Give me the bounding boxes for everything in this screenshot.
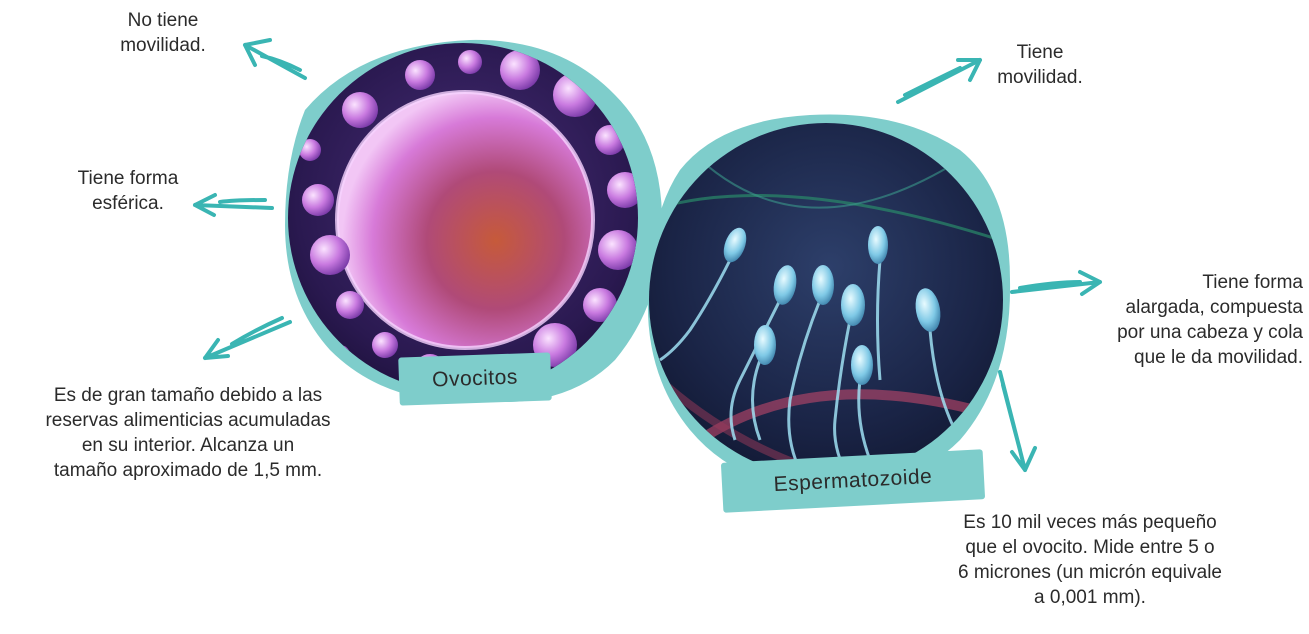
ovocito-mobility-note: No tiene movilidad. [88,8,238,58]
espermatozoide-size-line: Es 10 mil veces más pequeño [935,510,1245,535]
ovocito-size-line: Es de gran tamaño debido a las [18,383,358,408]
ovocito-mobility-line: No tiene [88,8,238,33]
ovocito-label: Ovocitos [398,357,551,400]
espermatozoide-shape-line: por una cabeza y cola [1038,320,1303,345]
ovocito-size-line: tamaño aproximado de 1,5 mm. [18,458,358,483]
espermatozoide-mobility-line: movilidad. [975,65,1105,90]
ovocito-shape-line: Tiene forma [48,166,208,191]
arrow-espermatozoide-shape-icon [1012,272,1100,294]
arrow-espermatozoide-mobility-icon [898,60,980,102]
espermatozoide-mobility-line: Tiene [975,40,1105,65]
arrow-ovocito-size-icon [205,318,290,358]
ovocito-shape-note: Tiene forma esférica. [48,166,208,216]
espermatozoide-mobility-note: Tiene movilidad. [975,40,1105,90]
espermatozoide-shape-line: alargada, compuesta [1038,295,1303,320]
espermatozoide-size-line: que el ovocito. Mide entre 5 o [935,535,1245,560]
espermatozoide-size-line: a 0,001 mm). [935,585,1245,610]
ovocito-shape-line: esférica. [48,191,208,216]
ovocito-mobility-line: movilidad. [88,33,238,58]
espermatozoide-size-note: Es 10 mil veces más pequeño que el ovoci… [935,510,1245,610]
espermatozoide-shape-line: que le da movilidad. [1098,345,1303,370]
ovocito-size-line: en su interior. Alcanza un [18,433,358,458]
ovocito-size-line: reservas alimenticias acumuladas [18,408,358,433]
arrow-espermatozoide-size-icon [1000,372,1035,470]
espermatozoide-size-line: 6 micrones (un micrón equivale [935,560,1245,585]
arrow-ovocito-mobility-icon [245,40,305,78]
espermatozoide-shape-line: Tiene forma [1098,270,1303,295]
espermatozoide-shape-note: Tiene forma alargada, compuesta por una … [1098,270,1303,370]
ovocito-size-note: Es de gran tamaño debido a las reservas … [18,383,358,483]
